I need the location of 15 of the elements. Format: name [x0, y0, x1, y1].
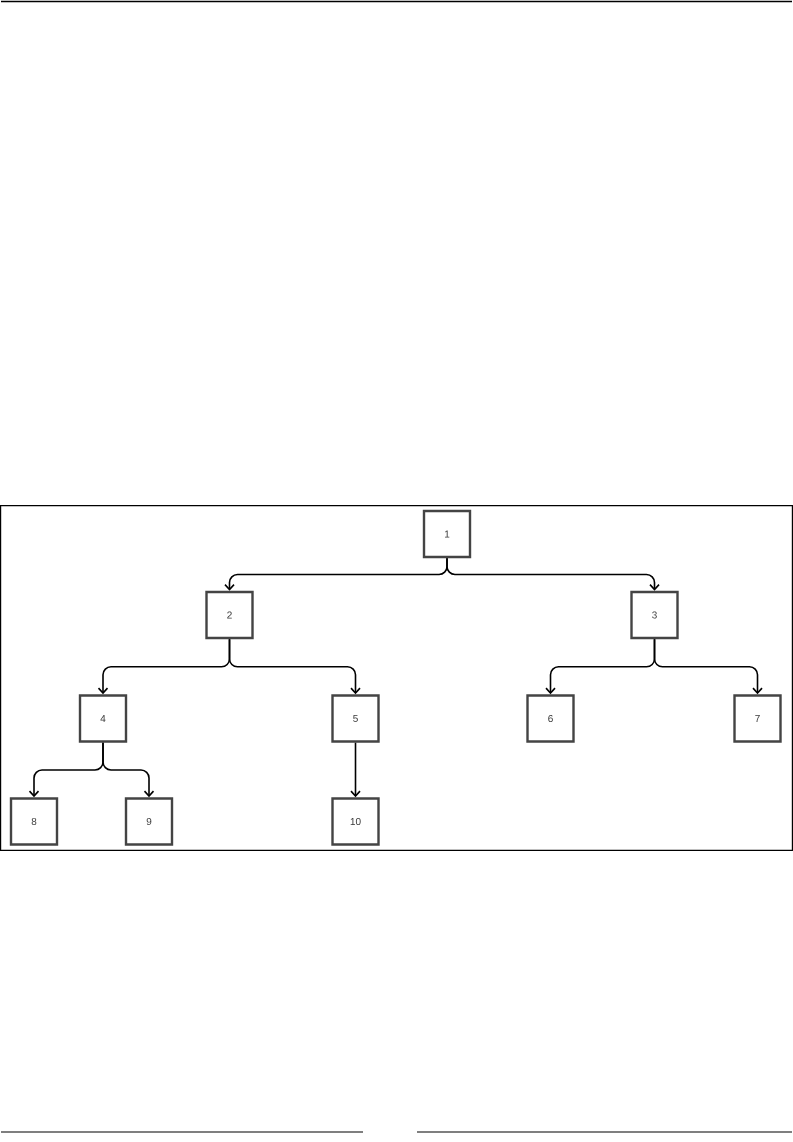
tree-node-box: 6: [526, 694, 575, 743]
arrow: [446, 557, 660, 591]
tree-node-box: 10: [331, 797, 380, 846]
arrow: [102, 741, 155, 798]
tree-node-box: 4: [78, 694, 128, 743]
tree-node-box: 1: [422, 509, 472, 559]
tree-node-box: 2: [205, 590, 254, 640]
tree-node-box: 7: [733, 694, 782, 743]
tree-node-box: 3: [630, 590, 679, 640]
arrow: [228, 638, 361, 695]
tree-node-box: 9: [124, 797, 174, 846]
tree-node-box: 5: [331, 694, 380, 743]
arrow: [653, 638, 763, 695]
arrow: [350, 741, 361, 798]
tree-node-box: 8: [9, 797, 59, 846]
